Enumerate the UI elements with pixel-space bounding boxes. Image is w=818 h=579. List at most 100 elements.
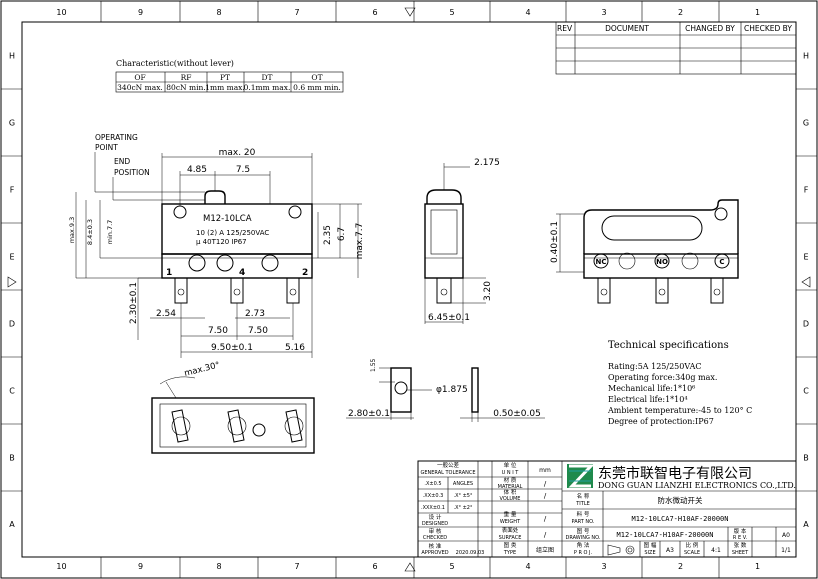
projection-en: P R O J.: [574, 550, 593, 556]
dim-5-16: 5.16: [285, 343, 305, 353]
center-mark-bottom-icon: [404, 562, 416, 572]
dim-max9-3: max.9.3: [68, 217, 76, 244]
terminal-4-label: 4: [239, 268, 245, 278]
drawing-en: DRAWING NO.: [566, 535, 601, 541]
border-col-bottom-5: 5: [449, 562, 454, 571]
size-value: A3: [666, 547, 674, 554]
char-header-of: OF: [134, 73, 145, 82]
border-col-top-4: 4: [525, 8, 530, 17]
volume-cn: 体 积: [504, 488, 517, 496]
rear-view: NC NO C 0.40±0.1: [550, 199, 739, 304]
spec-protection: Degree of protection:IP67: [608, 417, 714, 426]
front-view: OPERATING POINT END POSITION M12-10LCA 1…: [68, 133, 365, 358]
type-value: 组立图: [536, 546, 554, 554]
rev-header: REV: [557, 24, 573, 33]
border-row-right-F: F: [804, 186, 809, 195]
weight-value: /: [544, 515, 547, 523]
border-col-bottom-2: 2: [678, 562, 683, 571]
dim-8-4: 8.4±0.3: [86, 219, 94, 245]
dim-4-85: 4.85: [187, 165, 207, 175]
size-cn: 图 幅: [644, 541, 657, 549]
border-row-left-E: E: [9, 253, 14, 262]
center-mark-right-icon: [801, 276, 811, 288]
border-col-top-2: 2: [678, 8, 683, 17]
no-terminal-label: NO: [656, 258, 668, 266]
char-value-rf: 80cN min.: [166, 83, 205, 92]
spec-operating-force: Operating force:340g max.: [608, 373, 717, 382]
border-col-top-10: 10: [56, 8, 66, 17]
dim-max20: max. 20: [219, 148, 256, 158]
side-view: 2.175 3.20 6.45±0.1: [424, 158, 500, 324]
characteristic-title: Characteristic(without lever): [116, 59, 234, 68]
dim-2-80: 2.80±0.1: [348, 409, 390, 419]
border-col-top-3: 3: [601, 8, 606, 17]
drawing-number: M12-10LCA7-H10AF-20000N: [617, 531, 714, 539]
char-header-rf: RF: [181, 73, 192, 82]
border-row-right-A: A: [803, 520, 809, 529]
dim-max-30-deg: max.30°: [183, 360, 221, 378]
spec-ambient-temperature: Ambient temperature:-45 to 120° C: [607, 406, 752, 415]
dim-2-30: 2.30±0.1: [129, 282, 139, 324]
model-marking: M12-10LCA: [203, 214, 252, 224]
border-col-top-5: 5: [449, 8, 454, 17]
border-col-bottom-6: 6: [372, 562, 377, 571]
size-en: SIZE: [644, 550, 655, 556]
sheet-en: SHEET: [732, 550, 749, 556]
technical-specifications: Technical specifications Rating:5A 125/2…: [607, 340, 752, 426]
tol-angle-5: .X° ±5°: [454, 493, 473, 499]
dim-7-50-right: 7.50: [248, 326, 268, 336]
border-row-left-D: D: [9, 320, 15, 329]
volume-value: /: [544, 492, 547, 500]
border-col-bottom-8: 8: [216, 562, 221, 571]
dim-2-175: 2.175: [474, 158, 500, 168]
dim-min7-7: min.7.7: [106, 220, 114, 245]
company-name-en: DONG GUAN LIANZHI ELECTRONICS CO.,LTD.: [598, 481, 796, 490]
dim-7-50-left: 7.50: [208, 326, 228, 336]
switch-base: [161, 253, 313, 279]
weight-cn: 重 量: [504, 510, 517, 518]
title-cn: 名 称: [577, 492, 590, 500]
border-row-right-D: D: [803, 320, 809, 329]
dim-2-73: 2.73: [245, 309, 265, 319]
surface-value: /: [544, 531, 547, 539]
mount-hole-right: [288, 205, 302, 219]
rev-en: R E V.: [733, 535, 748, 541]
border-col-bottom-1: 1: [755, 562, 760, 571]
c-terminal-label: C: [719, 258, 724, 266]
title-en: TITLE: [575, 501, 590, 507]
dim-2-35: 2.35: [323, 225, 333, 245]
bottom-view: max.30°: [151, 360, 315, 454]
char-value-ot: 0.6 mm min.: [293, 83, 341, 92]
sheet-value: 1/1: [781, 547, 791, 554]
operating-point-label-1: OPERATING: [95, 133, 138, 142]
part-en: PART NO.: [572, 519, 595, 525]
material-cn: 材 质: [504, 476, 517, 484]
operating-point-label-2: POINT: [95, 143, 118, 152]
scale-cn: 比 例: [686, 541, 699, 549]
border-col-bottom-4: 4: [525, 562, 530, 571]
char-header-dt: DT: [261, 73, 272, 82]
tolerance-title: 一般公差: [437, 461, 460, 469]
border-row-right-C: C: [803, 387, 809, 396]
tol-angles: ANGLES: [453, 481, 473, 487]
border-col-top-1: 1: [755, 8, 760, 17]
center-mark-top-icon: [404, 7, 416, 17]
dim-1-55: 1.55: [370, 358, 377, 372]
company-logo-icon: [567, 464, 595, 488]
tol-xxx: .XXX±0.1: [421, 505, 445, 511]
approved-cn: 核 准: [429, 542, 442, 550]
projection-symbol-icon: [607, 544, 635, 556]
checked-en: CHECKED: [423, 535, 447, 541]
border-row-right-G: G: [803, 119, 809, 128]
char-value-pt: 1mm max.: [205, 83, 245, 92]
pin-detail: 1.55 φ1.875 2.80±0.1 0.50±0.05: [346, 358, 545, 422]
border-col-top-6: 6: [372, 8, 377, 17]
tech-specs-title: Technical specifications: [608, 340, 729, 351]
border-row-left-G: G: [9, 119, 15, 128]
volume-en: VOLUME: [500, 496, 521, 502]
border-row-left-F: F: [10, 186, 15, 195]
surface-en: SURFACE: [499, 535, 522, 541]
